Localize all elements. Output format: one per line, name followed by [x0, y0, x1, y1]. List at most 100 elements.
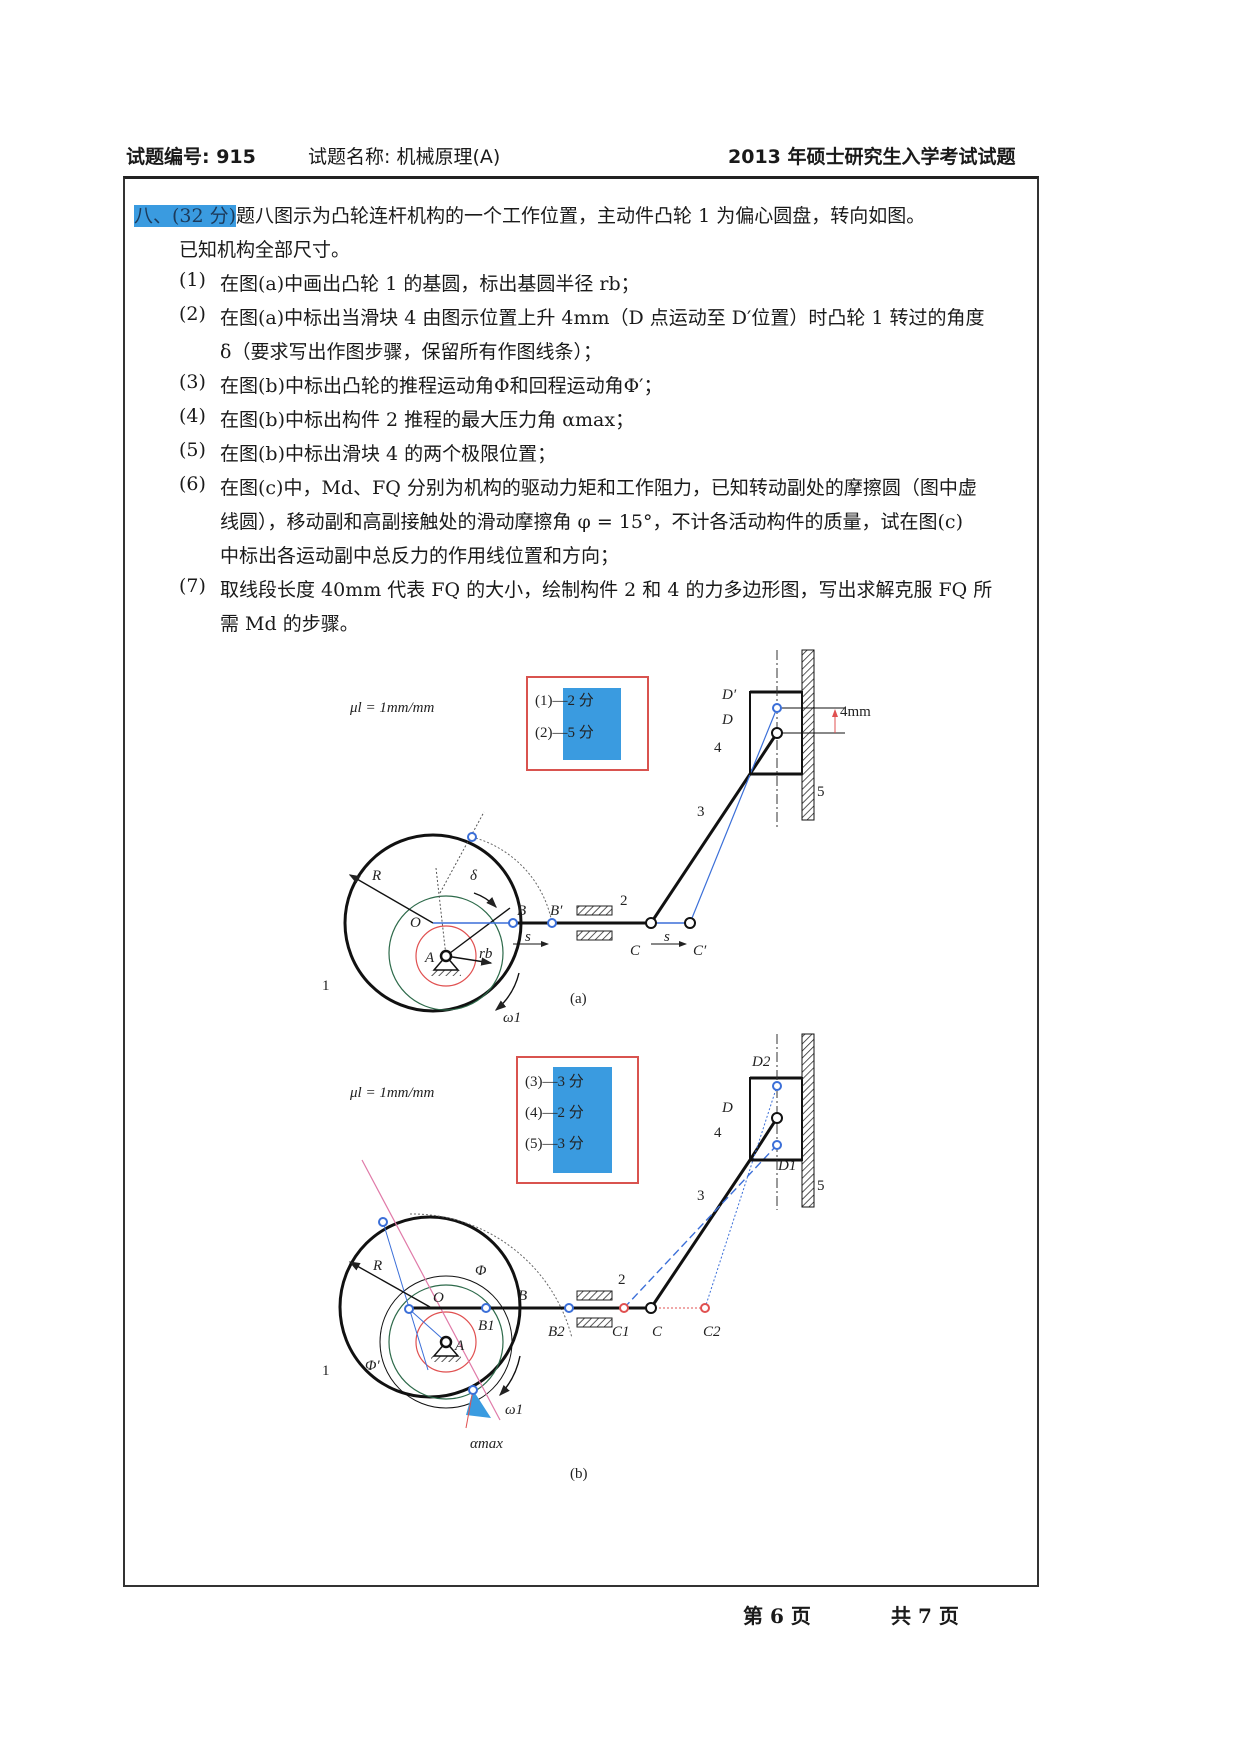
pivot-support: [432, 1340, 460, 1357]
construction-point: [378, 1217, 388, 1227]
label-4mm: 4mm: [840, 704, 871, 720]
figure-a: μl = 1mm/mm (1)—2 分 (2)—5 分: [322, 649, 871, 1026]
joint-C2: [700, 1303, 710, 1313]
link-3-pos2: [704, 1085, 778, 1309]
page-number: 第 6 页: [743, 1604, 811, 1628]
construction-line: [439, 811, 485, 894]
label-C1: C1: [612, 1324, 630, 1340]
base-circle: [415, 1311, 477, 1373]
construction-point: [468, 1385, 478, 1395]
exam-title: 2013 年硕士研究生入学考试试题: [728, 146, 1016, 168]
item-number: (6): [179, 473, 206, 495]
caption-b: (b): [570, 1466, 588, 1482]
label-omega: ω1: [503, 1010, 521, 1026]
link-3-upper: [748, 1117, 779, 1161]
pivot-A: [439, 949, 453, 963]
page-total: 共 7 页: [891, 1604, 959, 1628]
question-frame: [123, 176, 1039, 1587]
label-4: 4: [714, 740, 722, 756]
construction-arc: [409, 1213, 573, 1339]
exam-subject: 试题名称: 机械原理(A): [308, 146, 501, 168]
label-1: 1: [322, 1363, 330, 1379]
item-text: 取线段长度 40mm 代表 FQ 的大小，绘制构件 2 和 4 的力多边形图，写…: [220, 579, 993, 601]
wall-5: [801, 1033, 815, 1208]
construction-arc: [471, 836, 553, 924]
label-Bp: B′: [550, 903, 563, 919]
label-delta: δ: [470, 868, 478, 884]
intro-text: 题八图示为凸轮连杆机构的一个工作位置，主动件凸轮 1 为偏心圆盘，转向如图。: [236, 205, 926, 227]
alpha-max-wedge: [466, 1390, 491, 1418]
label-omega: ω1: [505, 1402, 523, 1418]
label-D2: D2: [751, 1054, 771, 1070]
label-C: C: [652, 1324, 663, 1340]
label-O: O: [410, 915, 421, 931]
label-D: D: [721, 712, 733, 728]
phi-arc-circle: [379, 1275, 513, 1409]
construction-line: [435, 867, 447, 957]
score-box: [526, 676, 649, 771]
label-3: 3: [697, 1188, 705, 1204]
label-D1: D1: [777, 1158, 796, 1174]
item-number: (4): [179, 405, 206, 427]
guide-bottom: [576, 930, 613, 941]
item-text: 在图(c)中，Md、FQ 分别为机构的驱动力矩和工作阻力，已知转动副处的摩擦圆（…: [220, 477, 977, 499]
link-3: [649, 1159, 752, 1309]
omega-arrow: [494, 972, 520, 1011]
label-Phi: Φ: [475, 1263, 487, 1279]
base-circle: [415, 925, 477, 987]
link-3: [649, 773, 752, 924]
item-number: (1): [179, 269, 206, 291]
joint-C1: [619, 1303, 629, 1313]
pink-line: [361, 1159, 501, 1421]
item-text: 在图(b)中标出滑块 4 的两个极限位置；: [220, 443, 557, 465]
ground: [431, 970, 461, 976]
label-2: 2: [618, 1272, 626, 1288]
label-s: s: [525, 929, 531, 945]
joint-D2: [772, 1081, 782, 1091]
joint-D: [771, 1112, 783, 1124]
pivot-support: [432, 954, 460, 971]
label-Phi-prime: Φ′: [365, 1358, 380, 1374]
label-B2: B2: [548, 1324, 565, 1340]
scale-label: μl = 1mm/mm: [349, 700, 434, 716]
link-3-new: [689, 707, 778, 924]
label-B: B: [517, 903, 526, 919]
rb-arrow: [445, 955, 493, 966]
item-text: 中标出各运动副中总反力的作用线位置和方向；: [220, 545, 620, 567]
scale-label: μl = 1mm/mm: [349, 1085, 434, 1101]
caption-a: (a): [570, 991, 587, 1007]
joint-D: [771, 727, 783, 739]
R-arrow: [348, 874, 434, 924]
R-arrow: [348, 1261, 431, 1308]
score-2: (2)—5 分: [535, 724, 594, 741]
label-O: O: [433, 1290, 444, 1306]
green-circle: [388, 895, 504, 1011]
label-2: 2: [620, 893, 628, 909]
score-highlight: [563, 688, 621, 760]
radius-line: [445, 907, 511, 957]
exam-code: 试题编号: 915: [126, 146, 256, 168]
label-A: A: [454, 1338, 465, 1354]
joint-C: [645, 1302, 657, 1314]
label-Dp: D′: [721, 687, 737, 703]
blue-line: [408, 1308, 447, 1343]
delta-arc: [473, 892, 497, 909]
item-text: δ（要求写出作图步骤，保留所有作图线条）；: [220, 341, 602, 363]
joint-B: [508, 918, 518, 928]
label-3: 3: [697, 804, 705, 820]
question-number: 八、(32 分): [134, 205, 237, 227]
item-text: 在图(b)中标出构件 2 推程的最大压力角 αmax；: [220, 409, 635, 431]
label-5: 5: [817, 784, 825, 800]
label-rb: rb: [479, 946, 493, 962]
link-3-pos1: [623, 1144, 778, 1309]
intro-line-2: 已知机构全部尺寸。: [179, 239, 351, 261]
item-number: (7): [179, 575, 206, 597]
question-intro: 八、(32 分)题八图示为凸轮连杆机构的一个工作位置，主动件凸轮 1 为偏心圆盘…: [134, 201, 925, 228]
item-text: 在图(a)中画出凸轮 1 的基圆，标出基圆半径 rb；: [220, 273, 640, 295]
item-text: 需 Md 的步骤。: [220, 613, 359, 635]
construction-point: [467, 832, 477, 842]
label-B: B: [518, 1288, 527, 1304]
figure-b: μl = 1mm/mm (3)—3 分 (4)—2 分 (5)—3 分: [322, 1033, 825, 1482]
item-number: (2): [179, 303, 206, 325]
score-box: [516, 1056, 639, 1184]
